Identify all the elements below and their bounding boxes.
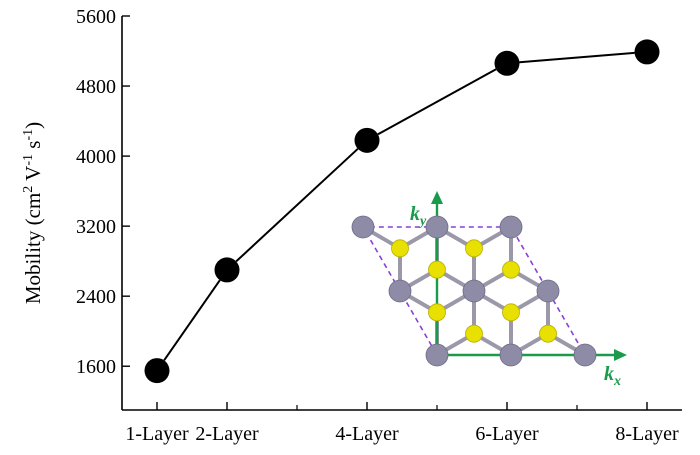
ky-arrowhead	[431, 191, 443, 204]
y-tick-label: 1600	[76, 356, 116, 378]
data-point	[634, 39, 660, 65]
kx-label: kx	[604, 363, 621, 389]
series-line-segment	[519, 51, 635, 64]
x-ticks: 1-Layer 2-Layer 4-Layer 6-Layer 8-Layer	[125, 402, 679, 445]
y-ticks: 1600 2400 3200 4000 4800 5600	[76, 6, 130, 378]
chalcogen-atom	[465, 239, 483, 258]
ky-label: ky	[410, 203, 427, 229]
metal-atom	[499, 215, 523, 239]
y-tick-label: 5600	[76, 6, 116, 28]
kx-arrowhead	[614, 349, 627, 361]
metal-atom	[462, 279, 486, 303]
y-tick-label: 4000	[76, 146, 116, 168]
y-tick-label: 3200	[76, 216, 116, 238]
data-point	[214, 257, 240, 283]
series-line-segment	[163, 279, 221, 361]
metal-atom	[388, 279, 412, 303]
y-tick-label: 4800	[76, 76, 116, 98]
chalcogen-atom	[391, 239, 409, 258]
chalcogen-atom	[502, 260, 520, 279]
x-tick-label: 6-Layer	[475, 423, 539, 445]
data-point	[354, 127, 380, 153]
k-axes-arrows	[431, 191, 627, 361]
x-tick-label: 2-Layer	[195, 423, 259, 445]
chalcogen-atom	[465, 324, 483, 343]
metal-atom	[425, 343, 449, 367]
crystal-structure-inset: ky kx	[351, 191, 627, 389]
chalcogen-atom	[539, 324, 557, 343]
chalcogen-atom	[502, 303, 520, 322]
data-point	[144, 358, 170, 384]
y-axis-label: Mobility (cm2 V-1 s-1)	[21, 122, 45, 304]
series-line-segment	[235, 148, 359, 263]
atoms	[351, 215, 597, 367]
metal-atom	[573, 343, 597, 367]
chalcogen-atom	[428, 260, 446, 279]
data-point	[494, 50, 520, 76]
metal-atom	[536, 279, 560, 303]
metal-atom	[425, 215, 449, 239]
x-tick-label: 1-Layer	[125, 423, 189, 445]
series-mobility	[144, 39, 660, 384]
x-tick-label: 8-Layer	[615, 423, 679, 445]
axes	[121, 16, 682, 411]
metal-atom	[499, 343, 523, 367]
chalcogen-atom	[428, 303, 446, 322]
metal-atom	[351, 215, 375, 239]
series-line-segment	[377, 68, 497, 136]
x-tick-label: 4-Layer	[335, 423, 399, 445]
y-tick-label: 2400	[76, 286, 116, 308]
